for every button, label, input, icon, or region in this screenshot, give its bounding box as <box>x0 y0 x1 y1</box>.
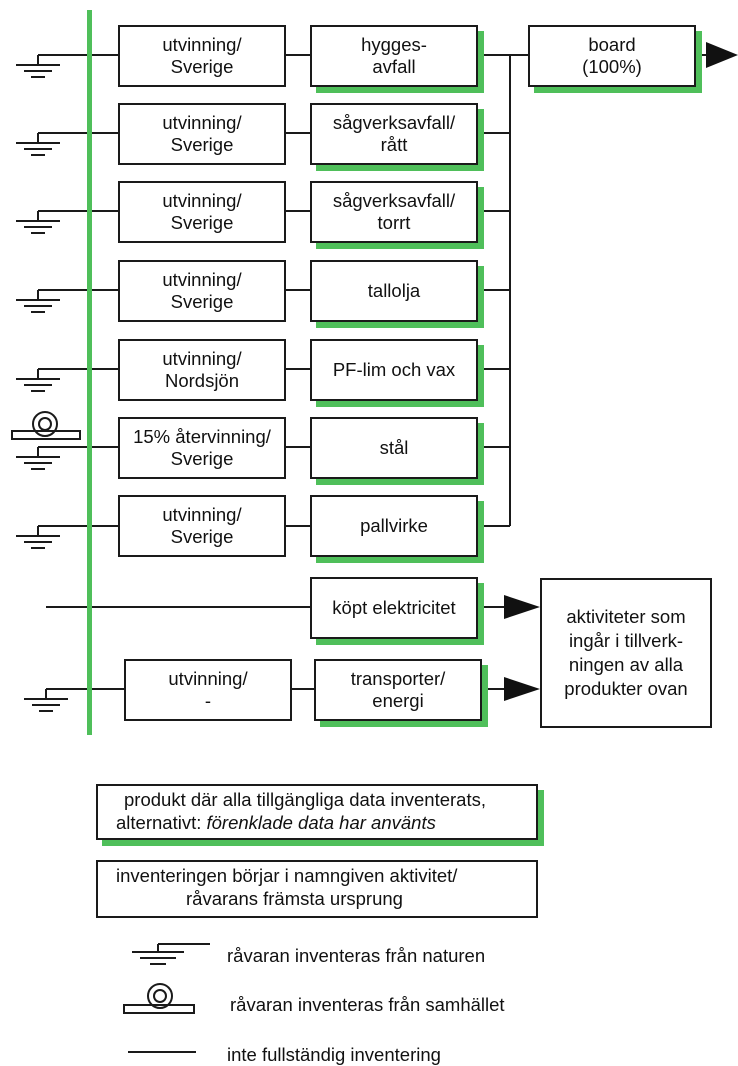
electricity-box: köpt elektricitet <box>310 577 478 639</box>
legend-green-box: produkt där alla tillgängliga data inven… <box>96 784 538 840</box>
legend-ground-symbol <box>132 943 210 965</box>
source-box-label: utvinning/ <box>162 190 242 211</box>
board-output-box: board (100%) <box>528 25 696 87</box>
product-box-label: PF-lim och vax <box>332 359 456 380</box>
activities-label: ningen av alla <box>568 654 684 675</box>
legend-line-label: inte fullständig inventering <box>227 1044 441 1065</box>
product-box-label: rått <box>380 134 408 155</box>
source-box-label: Sverige <box>170 56 234 77</box>
source-box-4: utvinning/ Sverige <box>118 260 286 322</box>
transport-label: transporter/ <box>350 668 446 689</box>
product-box-label: stål <box>379 437 409 458</box>
source-box-label: utvinning/ <box>162 269 242 290</box>
source-box-6: 15% återvinning/ Sverige <box>118 417 286 479</box>
product-box-label: hygges- <box>361 34 427 55</box>
activities-label: ingår i tillverk- <box>568 630 684 651</box>
transport-source-box: utvinning/ - <box>124 659 292 721</box>
legend-green-prefix: alternativt: <box>116 812 202 833</box>
source-box-label: 15% återvinning/ <box>133 426 271 447</box>
product-box-label: pallvirke <box>360 515 428 536</box>
source-box-label: Sverige <box>170 134 234 155</box>
legend-plain-text: inventeringen börjar i namngiven aktivit… <box>116 865 458 886</box>
product-box-label: torrt <box>377 212 411 233</box>
recycling-symbol <box>11 411 81 440</box>
transport-label: energi <box>372 690 424 711</box>
transport-box: transporter/ energi <box>314 659 482 721</box>
board-label: board <box>588 34 636 55</box>
source-box-1: utvinning/ Sverige <box>118 25 286 87</box>
product-box-label: tallolja <box>367 280 421 301</box>
source-box-label: utvinning/ <box>162 504 242 525</box>
legend-green-text: produkt där alla tillgängliga data inven… <box>124 789 487 810</box>
product-box-6: stål <box>310 417 478 479</box>
source-box-label: utvinning/ <box>168 668 248 689</box>
source-box-5: utvinning/ Nordsjön <box>118 339 286 401</box>
activities-label: aktiviteter som <box>566 606 686 627</box>
source-box-label: Sverige <box>170 526 234 547</box>
legend-green-italic: förenklade data har använts <box>206 812 436 833</box>
ground-symbols <box>16 55 68 712</box>
legend-nature-label: råvaran inventeras från naturen <box>227 945 486 966</box>
electricity-label: köpt elektricitet <box>332 597 456 618</box>
activities-label: produkter ovan <box>564 678 688 699</box>
product-box-label: sågverksavfall/ <box>332 112 456 133</box>
product-box-label: avfall <box>372 56 416 77</box>
product-box-label: sågverksavfall/ <box>332 190 456 211</box>
source-box-label: utvinning/ <box>162 34 242 55</box>
product-box-7: pallvirke <box>310 495 478 557</box>
legend-recycling-symbol <box>123 983 195 1014</box>
product-box-2: sågverksavfall/ rått <box>310 103 478 165</box>
legend-society-label: råvaran inventeras från samhället <box>230 994 505 1015</box>
legend-plain-text: råvarans främsta ursprung <box>186 888 403 909</box>
product-box-1: hygges- avfall <box>310 25 478 87</box>
product-box-5: PF-lim och vax <box>310 339 478 401</box>
product-box-4: tallolja <box>310 260 478 322</box>
source-box-7: utvinning/ Sverige <box>118 495 286 557</box>
legend-plain-box: inventeringen börjar i namngiven aktivit… <box>96 860 538 918</box>
source-box-label: - <box>204 690 212 711</box>
source-box-label: utvinning/ <box>162 112 242 133</box>
source-box-2: utvinning/ Sverige <box>118 103 286 165</box>
source-box-label: Sverige <box>170 291 234 312</box>
source-box-3: utvinning/ Sverige <box>118 181 286 243</box>
source-box-label: Sverige <box>170 212 234 233</box>
product-box-3: sågverksavfall/ torrt <box>310 181 478 243</box>
legend-green-text-line2: alternativt: förenklade data har använts <box>106 811 528 834</box>
board-share-label: (100%) <box>582 56 642 77</box>
source-box-label: Nordsjön <box>164 370 240 391</box>
source-box-label: utvinning/ <box>162 348 242 369</box>
green-system-boundary <box>87 10 92 735</box>
activities-box: aktiviteter som ingår i tillverk- ningen… <box>540 578 712 728</box>
source-box-label: Sverige <box>170 448 234 469</box>
